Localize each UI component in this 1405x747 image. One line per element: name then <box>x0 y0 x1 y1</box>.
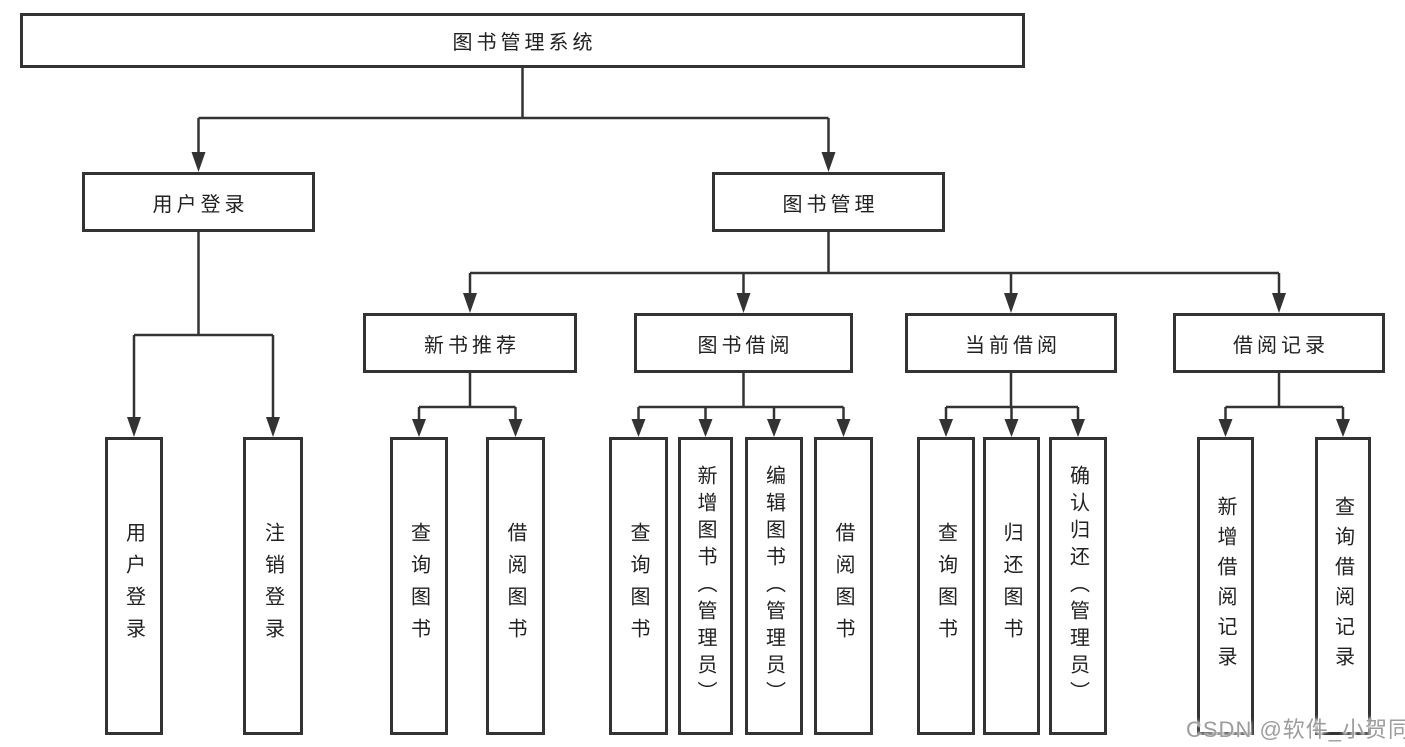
arrowhead <box>1004 293 1018 313</box>
arrowhead <box>1336 419 1350 437</box>
arrowhead <box>463 293 477 313</box>
arrowhead <box>191 152 206 172</box>
leaf-query-book: 查询图书 <box>917 437 975 735</box>
connector-root-trunk <box>197 68 830 154</box>
leaf-label: 查询借阅记录 <box>1331 496 1354 676</box>
leaf-confirm-return-admin: 确认归还（管理员） <box>1049 437 1107 735</box>
leaf-label: 查询图书 <box>627 522 649 650</box>
leaf-label: 确认归还（管理员） <box>1066 464 1089 708</box>
arrowhead <box>1218 419 1233 437</box>
connector-user-login <box>132 232 275 419</box>
arrowhead <box>412 419 426 437</box>
arrowhead <box>508 419 523 437</box>
leaf-add-borrow-record: 新增借阅记录 <box>1197 437 1254 735</box>
connector-book-mgmt <box>468 232 1281 295</box>
node-current-borrowing: 当前借阅 <box>905 313 1117 373</box>
arrowhead <box>127 417 141 437</box>
node-book-borrowing: 图书借阅 <box>634 313 853 373</box>
arrowhead <box>1004 419 1019 437</box>
leaf-label: 注销登录 <box>261 522 284 650</box>
arrowhead <box>939 419 953 437</box>
leaf-logout: 注销登录 <box>243 437 303 735</box>
leaf-label: 归还图书 <box>1000 522 1022 650</box>
connector-book-borrow <box>637 373 845 422</box>
arrowheads <box>127 152 1350 437</box>
leaf-label: 用户登录 <box>122 522 145 650</box>
arrowhead <box>836 419 851 437</box>
leaf-label: 查询图书 <box>407 522 430 650</box>
node-borrowing-records: 借阅记录 <box>1173 313 1385 373</box>
arrowhead <box>1071 419 1085 437</box>
leaf-edit-book-admin: 编辑图书（管理员） <box>745 437 803 735</box>
watermark: CSDN @软件_小贺同学 <box>1186 717 1405 742</box>
leaf-label: 新增借阅记录 <box>1214 496 1236 676</box>
arrowhead <box>266 417 280 437</box>
arrowhead <box>631 419 646 437</box>
leaf-borrow-book: 借阅图书 <box>814 437 873 735</box>
leaf-return-book: 归还图书 <box>983 437 1040 735</box>
leaf-query-borrow-record: 查询借阅记录 <box>1315 437 1371 735</box>
node-user-login: 用户登录 <box>82 172 315 232</box>
arrowhead <box>767 419 781 437</box>
leaf-label: 借阅图书 <box>504 522 526 650</box>
arrowhead <box>698 419 713 437</box>
connector-current-borrow <box>944 373 1080 422</box>
node-library-system: 图书管理系统 <box>20 13 1025 68</box>
leaf-borrow-book: 借阅图书 <box>486 437 545 735</box>
leaf-query-book: 查询图书 <box>390 437 448 735</box>
connector-borrow-records <box>1224 373 1345 422</box>
connector-new-book-rec <box>417 373 517 422</box>
node-book-management: 图书管理 <box>712 172 945 232</box>
arrowhead <box>736 293 751 313</box>
leaf-add-book-admin: 新增图书（管理员） <box>678 437 733 735</box>
leaf-label: 借阅图书 <box>832 522 854 650</box>
leaf-query-book: 查询图书 <box>609 437 668 735</box>
arrowhead <box>1272 293 1286 313</box>
leaf-label: 查询图书 <box>934 522 957 650</box>
leaf-user-login: 用户登录 <box>105 437 163 735</box>
arrowhead <box>821 152 836 172</box>
node-new-book-recommend: 新书推荐 <box>363 313 577 373</box>
leaf-label: 编辑图书（管理员） <box>762 464 785 708</box>
leaf-label: 新增图书（管理员） <box>694 464 716 708</box>
